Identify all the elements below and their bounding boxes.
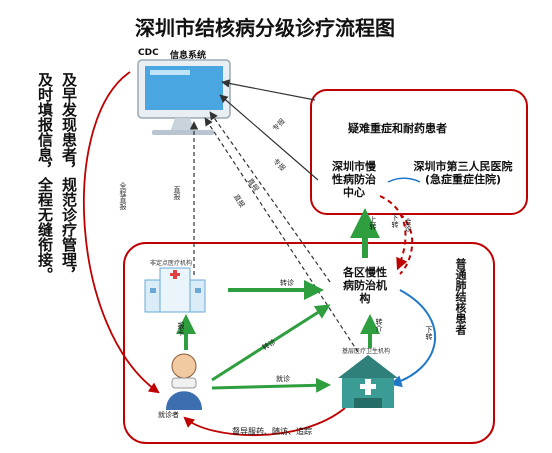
visit-label: 就诊: [276, 375, 290, 383]
hospital-icon: [144, 267, 206, 313]
top-right-box: [310, 89, 528, 215]
link-blue: [387, 177, 421, 183]
down-transfer-dashed: [379, 195, 408, 271]
ordinary-patients-label: 普通肺结核患者: [454, 258, 467, 335]
report-slip-label: 报卡: [177, 322, 185, 336]
bottom-box: [123, 242, 495, 444]
direct-line-2: [204, 117, 359, 353]
page-title: 深圳市结核病分级诊疗流程图: [135, 16, 395, 40]
district-institution-label: 各区慢性病防治机构: [343, 266, 387, 305]
direct-label-3: 直报: [173, 186, 181, 200]
bottom-service-curve: [183, 407, 346, 437]
community-label: 基层医疗卫生机构: [342, 348, 391, 355]
visit-arrow: [211, 377, 331, 393]
down-transfer-blue: [389, 289, 437, 388]
report-line-2: [219, 94, 319, 181]
report-line-1: [221, 79, 316, 101]
computer-icon: [137, 59, 231, 135]
up-transfer-label: 上转: [369, 216, 377, 230]
chronic-center-label: 深圳市慢性病防治中心: [332, 160, 376, 199]
difficult-cases-title: 疑难重症和耐药患者: [348, 122, 447, 135]
cdc-system-label: 信息系统: [170, 51, 207, 61]
patient-label: 就诊者: [158, 411, 179, 419]
non-designated-label: 非定点医疗机构: [150, 260, 193, 267]
refer-intro-label: 转介: [375, 318, 383, 332]
consult-label: 会诊: [404, 218, 412, 232]
cdc-label: CDC: [138, 48, 159, 58]
referral-arrow-2: [211, 304, 331, 382]
full-report-label: 全程直报: [119, 182, 127, 210]
full-report-curve: [83, 71, 160, 394]
patient-icon: [166, 353, 202, 410]
referral-label-1: 转诊: [280, 279, 294, 287]
left-slogan-2: 及时填报信息，全程无缝衔接。: [36, 72, 54, 282]
down-transfer-label-1: 下转: [391, 214, 399, 228]
bottom-services-label: 督导服药、随访、追踪: [232, 427, 312, 436]
third-hospital-label: 深圳市第三人民医院(急症重症住院): [413, 160, 513, 186]
down-transfer-label-2: 下转: [425, 326, 433, 340]
community-health-icon: [338, 355, 398, 408]
left-slogan-1: 及早发现患者，规范诊疗管理，: [60, 72, 78, 282]
